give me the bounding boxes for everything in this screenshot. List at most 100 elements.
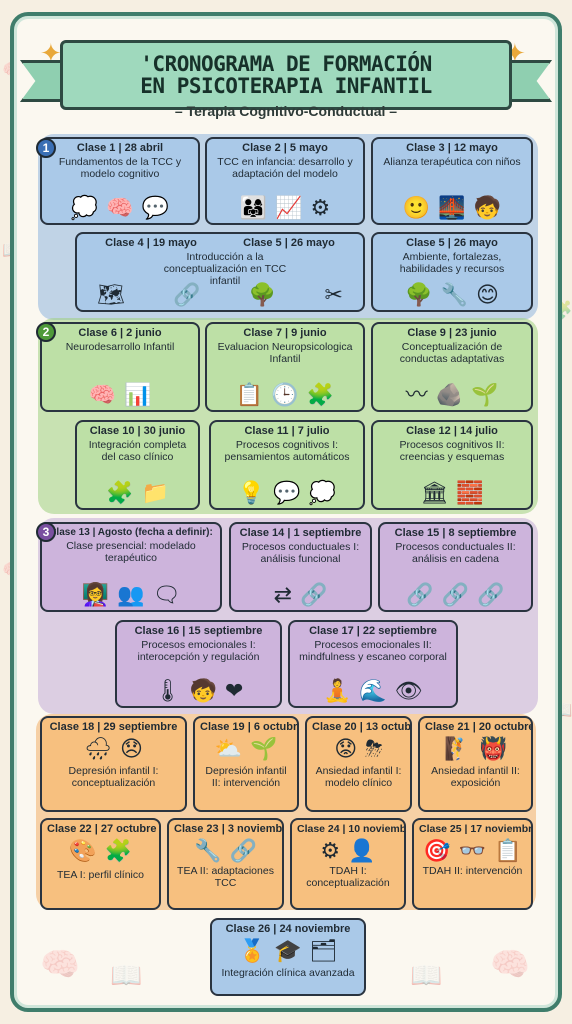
folder-icon: 📁 bbox=[141, 480, 169, 505]
class-date: Clase 20 | 13 octubre bbox=[312, 721, 412, 733]
phase-marker-3: 3 bbox=[36, 522, 56, 542]
class-card-12: Clase 12 | 14 julio Procesos cognitivos … bbox=[371, 420, 533, 510]
book-decoration-icon: 📖 bbox=[110, 960, 143, 990]
lightbulb-icon: 💡 bbox=[237, 480, 266, 505]
class-card-16: Clase 16 | 15 septiembre Procesos emocio… bbox=[115, 620, 282, 708]
class-date: Clase 7 | 9 junio bbox=[243, 327, 327, 339]
class-card-23: Clase 23 | 3 noviembre 🔧🔗 TEA II: adapta… bbox=[167, 818, 284, 910]
class-date: Clase 21 | 20 octubre bbox=[425, 721, 533, 733]
brain-icon: 🧠 bbox=[88, 382, 116, 407]
network-icon: 🔗 bbox=[229, 838, 257, 863]
class-date: Clase 5 | 26 mayo bbox=[243, 237, 335, 249]
chain-icon: 🔗 bbox=[477, 582, 505, 607]
title-banner: 'CRONOGRAMA DE FORMACIÓN EN PSICOTERAPIA… bbox=[20, 30, 552, 110]
class-card-21: Clase 21 | 20 octubre 🧗👹 Ansiedad infant… bbox=[418, 716, 533, 812]
class-date: Clase 4 | 19 mayo bbox=[105, 237, 197, 249]
class-card-18: Clase 18 | 29 septiembre 🌧😞 Depresión in… bbox=[40, 716, 187, 812]
brain-decoration-icon: 🧠 bbox=[40, 946, 80, 982]
pop-bubble-icon: 💬 bbox=[273, 480, 301, 505]
heartbeat-icon: ❤ bbox=[224, 678, 244, 703]
class-title: TEA I: perfil clínico bbox=[57, 869, 144, 881]
bar-chart-icon: 📊 bbox=[124, 382, 152, 407]
class-card-19: Clase 19 | 6 octubre ⛅ 🌱 Depresión infant… bbox=[193, 716, 299, 812]
class-title: Integración completa del caso clínico bbox=[88, 439, 187, 463]
tools-icon: 🔧 bbox=[194, 838, 222, 863]
class-card-9: Clase 9 | 23 junio Conceptualización de … bbox=[371, 322, 533, 412]
pillars-icon: 🏛 bbox=[420, 480, 449, 505]
tree-icon: 🌳 bbox=[405, 282, 433, 307]
class-card-25: Clase 25 | 17 noviembre 🎯👓📋 TDAH II: int… bbox=[412, 818, 533, 910]
head-profile-icon: 👤 bbox=[348, 838, 376, 863]
class-title: Depresión infantil I: conceptualización bbox=[68, 765, 159, 789]
blocks-icon: 🧱 bbox=[456, 480, 484, 505]
family-icon: 👨‍👩‍👧 bbox=[239, 195, 268, 220]
class-date: Clase 22 | 27 octubre bbox=[47, 823, 157, 835]
class-title: Evaluacion Neuropsicologica Infantil bbox=[217, 341, 353, 365]
tree-icon: 🌳 bbox=[248, 282, 277, 307]
class-card-7: Clase 7 | 9 junio Evaluacion Neuropsicol… bbox=[205, 322, 365, 412]
puzzle-icon: 🧩 bbox=[104, 838, 132, 863]
class-card-17: Clase 17 | 22 septiembre Procesos emocio… bbox=[288, 620, 458, 708]
gears-icon: ⚙ bbox=[320, 838, 341, 863]
sun-cloud-icon: ⛅ bbox=[214, 736, 242, 761]
class-card-10: Clase 10 | 30 junio Integración completa… bbox=[75, 420, 200, 510]
class-card-22: Clase 22 | 27 octubre 🎨🧩 TEA I: perfil c… bbox=[40, 818, 161, 910]
sprout-icon: 🌱 bbox=[471, 382, 499, 407]
class-date: Clase 5 | 26 mayo bbox=[406, 237, 498, 249]
class-date: Clase 25 | 17 noviembre bbox=[419, 823, 533, 835]
page-title: 'CRONOGRAMA DE FORMACIÓN EN PSICOTERAPIA… bbox=[60, 40, 512, 110]
puzzle-icon: 🧩 bbox=[306, 382, 335, 407]
clipboard-icon: 📋 bbox=[235, 382, 264, 407]
meditation-icon: 🧘 bbox=[323, 678, 352, 703]
class-card-20: Clase 20 | 13 octubre 😟⛈ Ansiedad infant… bbox=[305, 716, 412, 812]
brain-decoration-icon: 🧠 bbox=[490, 946, 530, 982]
rain-cloud-icon: 🌧 bbox=[84, 736, 112, 761]
smiley-icon: 🙂 bbox=[402, 195, 431, 220]
tools-icon: 🔧 bbox=[440, 282, 468, 307]
class-title: Procesos cognitivos II: creencias y esqu… bbox=[399, 439, 505, 463]
thought-bubble-icon: 💭 bbox=[70, 195, 99, 220]
bridge-icon: 🌉 bbox=[438, 195, 466, 220]
glasses-icon: 👓 bbox=[458, 838, 487, 863]
class-title: TDAH I: conceptualización bbox=[306, 865, 390, 889]
class-date: Clase 9 | 23 junio bbox=[407, 327, 497, 339]
class-date: Clase 16 | 15 septiembre bbox=[134, 625, 263, 637]
growth-chart-icon: 📈 bbox=[275, 195, 303, 220]
class-date: Clase 15 | 8 septiembre bbox=[394, 527, 517, 539]
hierarchy-icon: 🗂 bbox=[309, 938, 338, 963]
class-card-1: Clase 1 | 28 abril Fundamentos de la TCC… bbox=[40, 137, 200, 225]
class-date: Clase 11 | 7 julio bbox=[244, 425, 330, 437]
waves-icon: 🌊 bbox=[359, 678, 387, 703]
class-title: Procesos conductuales II: análisis en ca… bbox=[395, 541, 516, 565]
smiley-icon: 😊 bbox=[475, 282, 499, 307]
class-title: Procesos conductuales I: análisis funcio… bbox=[241, 541, 360, 565]
class-title: Neurodesarrollo Infantil bbox=[65, 341, 175, 353]
class-title: Ansiedad infantil II: exposición bbox=[431, 765, 520, 789]
arrows-icon: ⇄ bbox=[273, 582, 293, 607]
class-date: Clase 1 | 28 abril bbox=[76, 142, 164, 154]
target-icon: 🎯 bbox=[423, 838, 451, 863]
class-date: Clase 24 | 10 noviembre bbox=[297, 823, 406, 835]
speech-bubble-icon: 💬 bbox=[141, 195, 170, 220]
page-subtitle: – Terapia Cognitivo-Conductual – bbox=[174, 103, 398, 119]
class-date: Clase 19 | 6 octubre bbox=[200, 721, 299, 733]
class-title: Depresión infantil II: intervención bbox=[205, 765, 287, 789]
class-date: Clase 6 | 2 junio bbox=[78, 327, 162, 339]
climbing-stairs-icon: 🧗 bbox=[444, 736, 472, 761]
class-date: Clase 18 | 29 septiembre bbox=[49, 721, 178, 733]
class-card-24: Clase 24 | 10 noviembre ⚙ 👤 TDAH I: conce… bbox=[290, 818, 406, 910]
thought-bubble-icon: 💭 bbox=[308, 480, 337, 505]
speech-bubble-icon: 🗨 bbox=[152, 582, 181, 607]
sprout-icon: 🌱 bbox=[250, 736, 278, 761]
class-title: Ambiente, fortalezas, habilidades y recu… bbox=[399, 251, 505, 275]
class-title: Conceptualización de conductas adaptativ… bbox=[399, 341, 505, 365]
class-date: Clase 2 | 5 mayo bbox=[242, 142, 328, 154]
child-icon: 🧒 bbox=[473, 195, 502, 220]
stepping-stones-icon: 🪨 bbox=[435, 382, 463, 407]
class-date: Clase 10 | 30 junio bbox=[89, 425, 186, 437]
class-title: Procesos emocionales I: interocepción y … bbox=[137, 639, 260, 663]
storm-cloud-icon: ⛈ bbox=[365, 736, 383, 761]
class-title: Clase presencial: modelado terapéutico bbox=[66, 540, 196, 564]
class-card-26: Clase 26 | 24 noviembre 🏅🎓🗂 Integración … bbox=[210, 918, 366, 996]
class-date: Clase 13 | Agosto (fecha a definir): bbox=[49, 527, 213, 538]
